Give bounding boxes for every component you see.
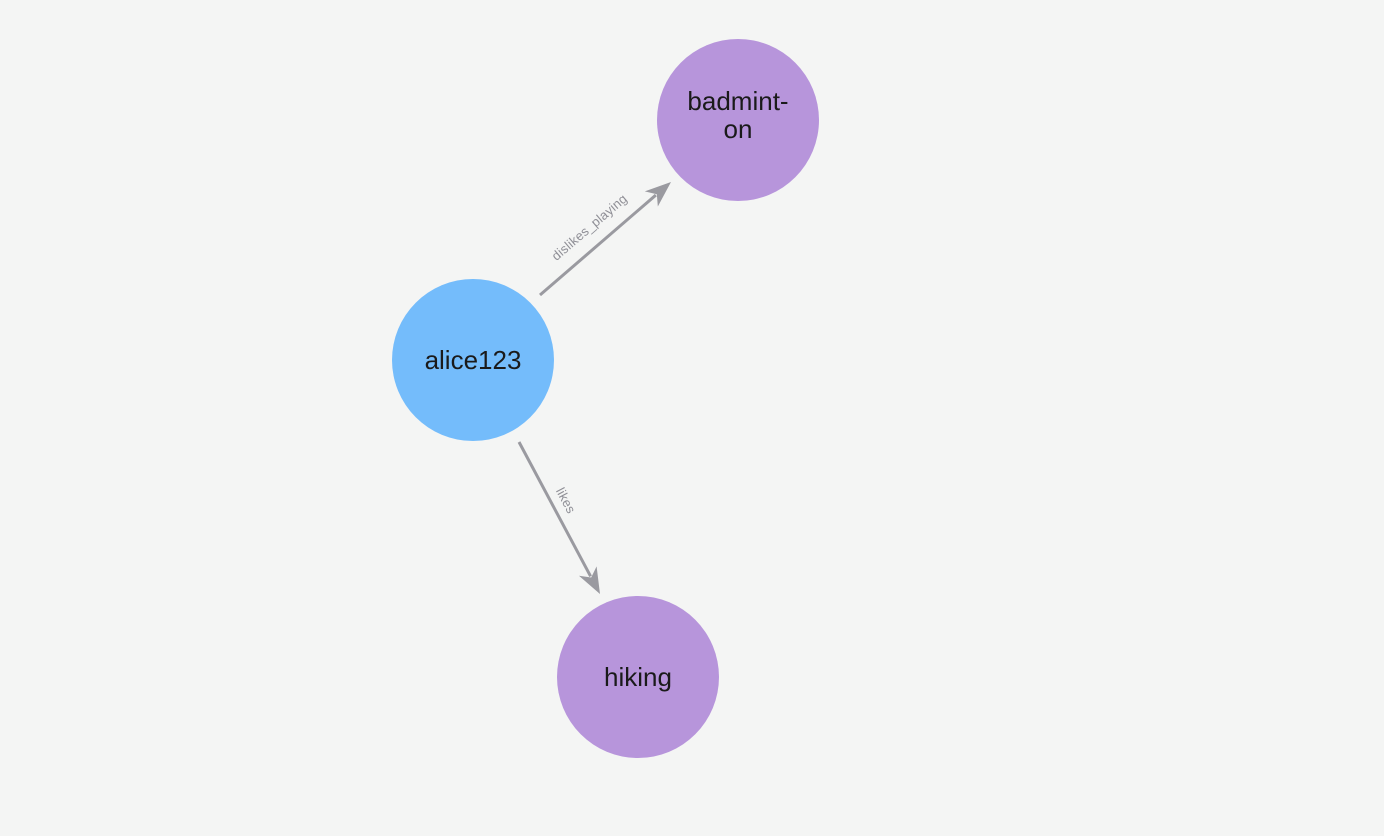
graph-edge[interactable] <box>539 182 671 297</box>
node-circle[interactable] <box>392 279 554 441</box>
graph-node-alice123[interactable]: alice123 <box>392 279 554 441</box>
graph-node-hiking[interactable]: hiking <box>557 596 719 758</box>
edges-layer <box>517 182 671 594</box>
node-circle[interactable] <box>657 39 819 201</box>
graph-edge[interactable] <box>517 441 600 594</box>
node-label-line: on <box>724 114 753 144</box>
node-label: hiking <box>604 662 672 692</box>
node-label: alice123 <box>425 345 522 375</box>
node-label-line: hiking <box>604 662 672 692</box>
node-circle[interactable] <box>557 596 719 758</box>
nodes-layer: alice123 badmint-on hiking <box>392 39 819 758</box>
edge-arrowhead <box>644 182 671 207</box>
node-label-line: badmint- <box>687 86 788 116</box>
edge-line <box>539 193 657 297</box>
graph-node-badminton[interactable]: badmint-on <box>657 39 819 201</box>
node-label: badmint-on <box>687 86 788 144</box>
edge-line <box>517 441 592 578</box>
edge-arrowhead <box>578 566 600 594</box>
node-label-line: alice123 <box>425 345 522 375</box>
